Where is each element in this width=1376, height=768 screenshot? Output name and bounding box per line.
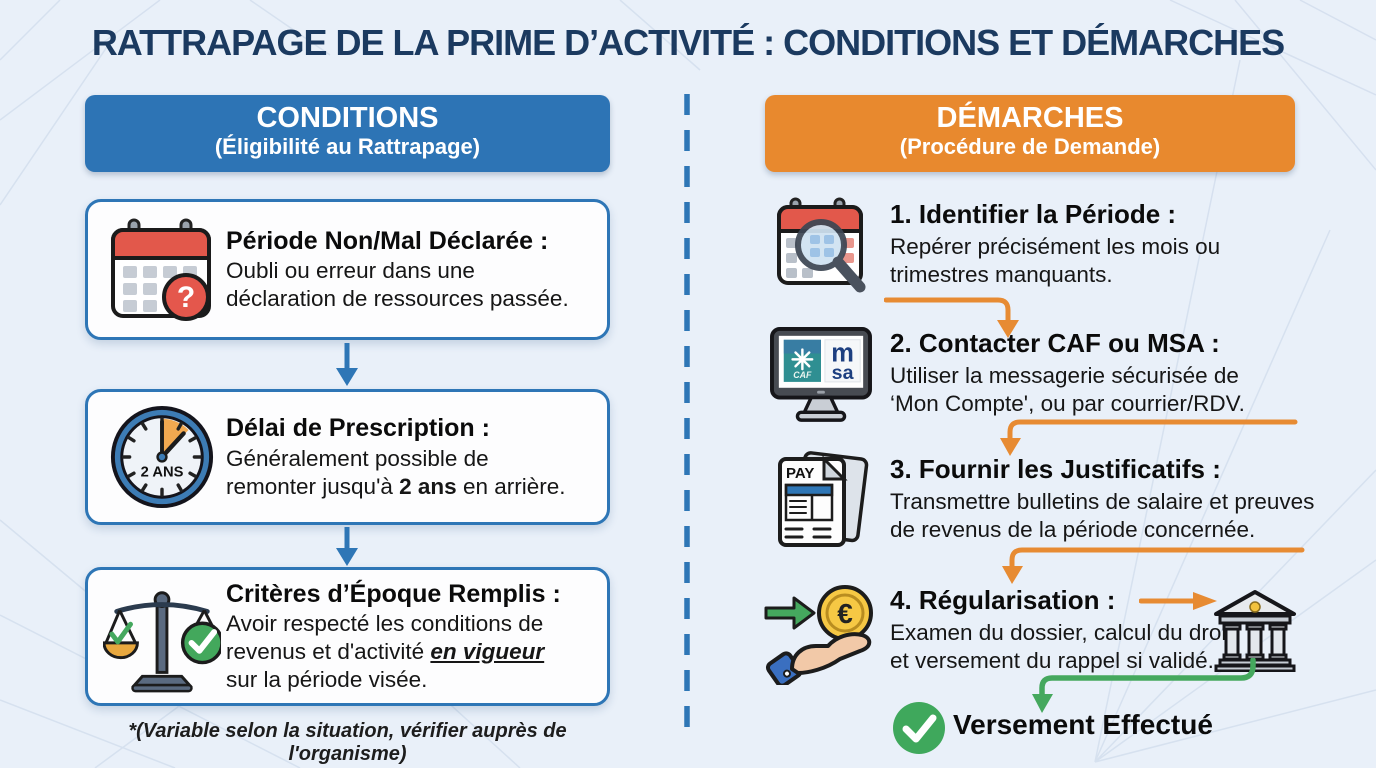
step-title: 1. Identifier la Période : [890,199,1177,229]
condition-title: Critères d’Époque Remplis : [226,580,561,609]
euro-symbol: € [837,598,853,629]
condition-box-periode: ? Période Non/Mal Déclarée : Oubli ou er… [85,199,610,340]
condition-body: Oubli ou erreur dans une déclaration de … [226,258,569,312]
connector-arrow-2 [1000,419,1298,456]
step-title: 2. Contacter CAF ou MSA : [890,328,1220,358]
step-body: Utiliser la messagerie sécurisée de ‘Mon… [890,362,1245,417]
condition-box-delai-text: Délai de Prescription : Généralement pos… [226,413,566,500]
clock-2-years-icon: 2 ANS [98,403,226,511]
question-mark-glyph: ? [177,281,195,314]
clock-label: 2 ANS [141,465,184,481]
condition-box-criteres-text: Critères d’Époque Remplis : Avoir respec… [226,579,561,694]
step-2: 2. Contacter CAF ou MSA : Utiliser la me… [890,328,1245,419]
conditions-header-subtitle: (Éligibilité au Rattrapage) [214,134,481,159]
demarches-header: DÉMARCHES (Procédure de Demande) [765,95,1295,172]
pay-label: PAY [786,465,814,482]
down-arrow-icon [336,343,358,386]
computer-caf-msa-icon: CAF m sa [770,327,872,422]
condition-box-criteres: Critères d’Époque Remplis : Avoir respec… [85,567,610,706]
page-title: RATTRAPAGE DE LA PRIME D’ACTIVITÉ : COND… [91,22,1285,63]
hand-euro-icon: € [764,585,873,685]
connector-arrow-green [1032,658,1256,713]
demarches-header-title: DÉMARCHES [936,102,1124,134]
condition-title: Délai de Prescription : [226,414,490,443]
step-title: 4. Régularisation : [890,585,1116,615]
condition-body: Généralement possible de remonter jusqu'… [226,445,566,499]
step-1: 1. Identifier la Période : Repérer préci… [890,199,1221,290]
demarches-header-subtitle: (Procédure de Demande) [899,134,1161,159]
down-arrow-icon [336,527,358,566]
step-body: Transmettre bulletins de salaire et preu… [890,488,1315,543]
check-circle-icon [893,702,945,754]
condition-box-delai: 2 ANS Délai de Prescription : Généraleme… [85,389,610,525]
step-title: 3. Fournir les Justificatifs : [890,454,1221,484]
calendar-question-icon: ? [98,218,226,322]
step-3: 3. Fournir les Justificatifs : Transmett… [890,454,1315,545]
footnote: *(Variable selon la situation, vérifier … [128,720,567,765]
condition-title: Période Non/Mal Déclarée : [226,226,549,255]
caf-logo-text: CAF [793,370,812,380]
connector-arrow-1 [884,297,1019,338]
conditions-header: CONDITIONS (Éligibilité au Rattrapage) [85,95,610,172]
column-divider [684,94,690,738]
condition-body: Avoir respecté les conditions de revenus… [226,611,545,693]
msa-logo-sa: sa [832,362,855,384]
msa-logo-m: m [831,339,854,367]
calendar-magnifier-icon [777,197,866,293]
scale-check-icon [98,581,226,693]
payslip-documents-icon: PAY [778,451,869,547]
condition-box-periode-text: Période Non/Mal Déclarée : Oubli ou erre… [226,226,569,313]
step-body: Repérer précisément les mois ou trimestr… [890,233,1221,288]
connector-arrow-3 [1002,547,1305,584]
arrow-right-icon [1139,591,1218,610]
final-status-label: Versement Effectué [953,709,1213,740]
conditions-header-title: CONDITIONS [256,102,439,134]
